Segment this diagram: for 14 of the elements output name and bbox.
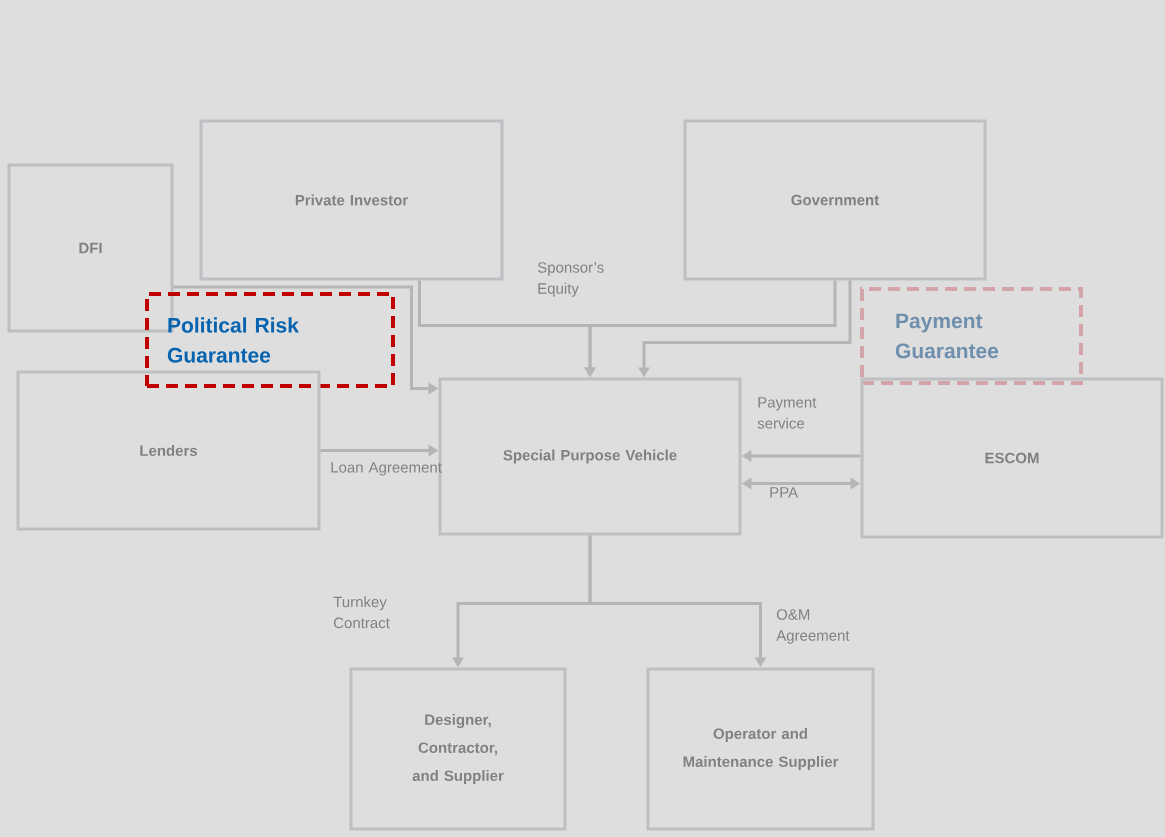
edge-label: O&M Agreement: [776, 609, 850, 644]
process-box: Government: [683, 119, 987, 281]
edge-label: Payment service: [757, 397, 817, 429]
guarantee-box: Political Risk Guarantee: [145, 292, 395, 388]
process-box: Operator and Maintenance Supplier: [646, 667, 875, 831]
process-box: Private Investor: [199, 119, 504, 281]
process-box: ESCOM: [860, 377, 1164, 539]
process-box: Designer, Contractor, and Supplier: [349, 667, 567, 831]
guarantee-box: Payment Guarantee: [860, 287, 1083, 385]
process-box: Special Purpose Vehicle: [438, 377, 742, 536]
edge-label: Turnkey Contract: [333, 596, 390, 629]
edge-label: PPA: [770, 487, 799, 498]
edge-label: Sponsor’s Equity: [537, 262, 604, 297]
process-box: Lenders: [16, 370, 321, 531]
